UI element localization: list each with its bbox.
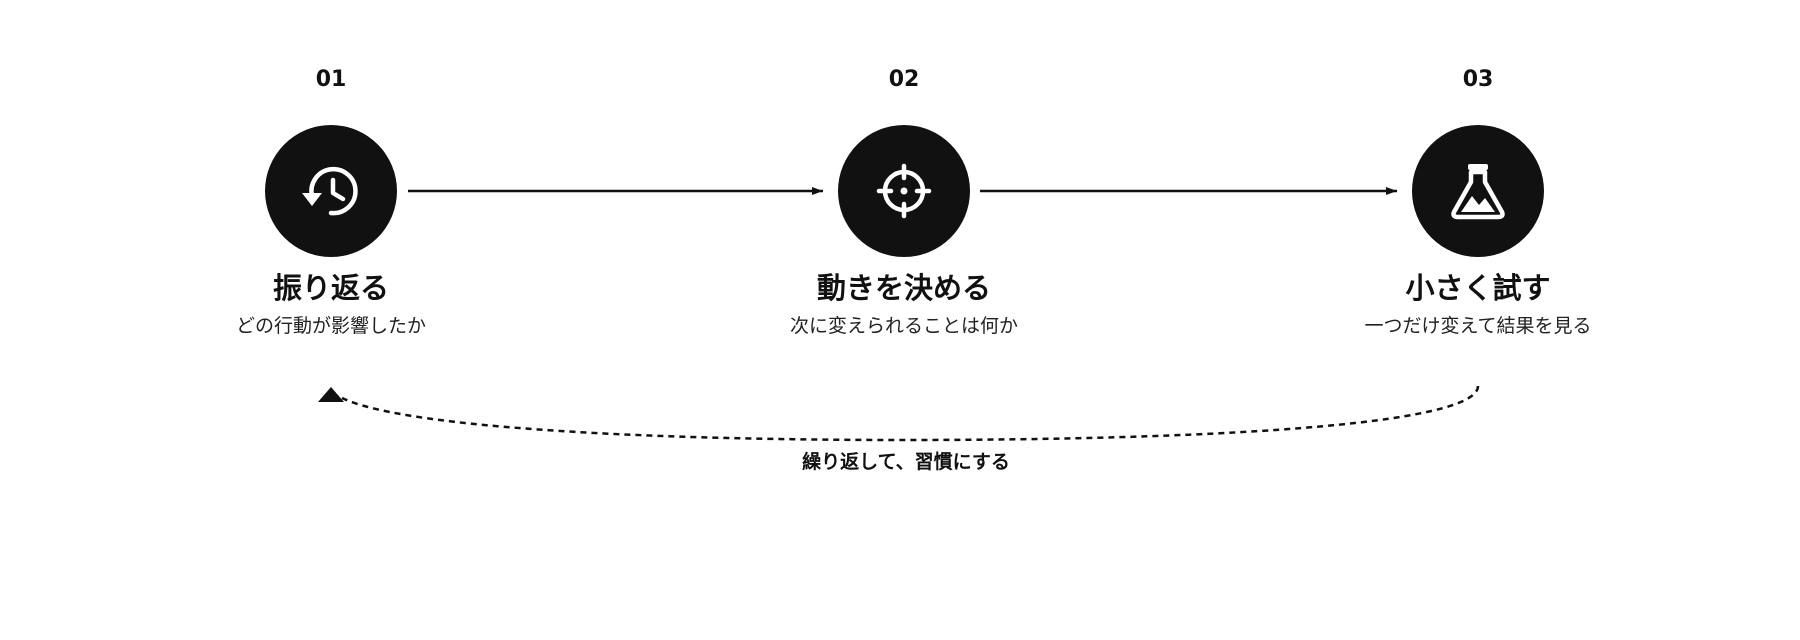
- step-title: 小さく試す: [1405, 271, 1550, 305]
- crosshair-icon: [876, 163, 932, 219]
- step-description: 一つだけ変えて結果を見る: [1364, 315, 1591, 337]
- step-number: 03: [1463, 67, 1494, 92]
- step-description: 次に変えられることは何か: [790, 315, 1018, 337]
- history-icon-arrow: [302, 193, 322, 206]
- step-1: 01 振り返る どの行動が影響したか: [236, 67, 426, 337]
- step-2: 02 動きを決める 次に変えられることは何か: [790, 67, 1018, 337]
- step-description: どの行動が影響したか: [236, 315, 426, 337]
- step-circle: [1412, 125, 1544, 257]
- step-number: 01: [316, 67, 347, 92]
- step-number: 02: [889, 67, 920, 92]
- crosshair-icon-center: [900, 187, 908, 195]
- loop-label: 繰り返して、習慣にする: [802, 450, 1010, 473]
- history-icon: [309, 166, 358, 216]
- step-3: 03 小さく試す 一つだけ変えて結果を見る: [1364, 67, 1591, 337]
- step-title: 振り返る: [273, 271, 389, 305]
- loop-arrow-head: [318, 387, 344, 402]
- flask-icon: [1451, 164, 1505, 220]
- step-title: 動きを決める: [817, 271, 991, 305]
- loop-arrow-path: [341, 385, 1480, 442]
